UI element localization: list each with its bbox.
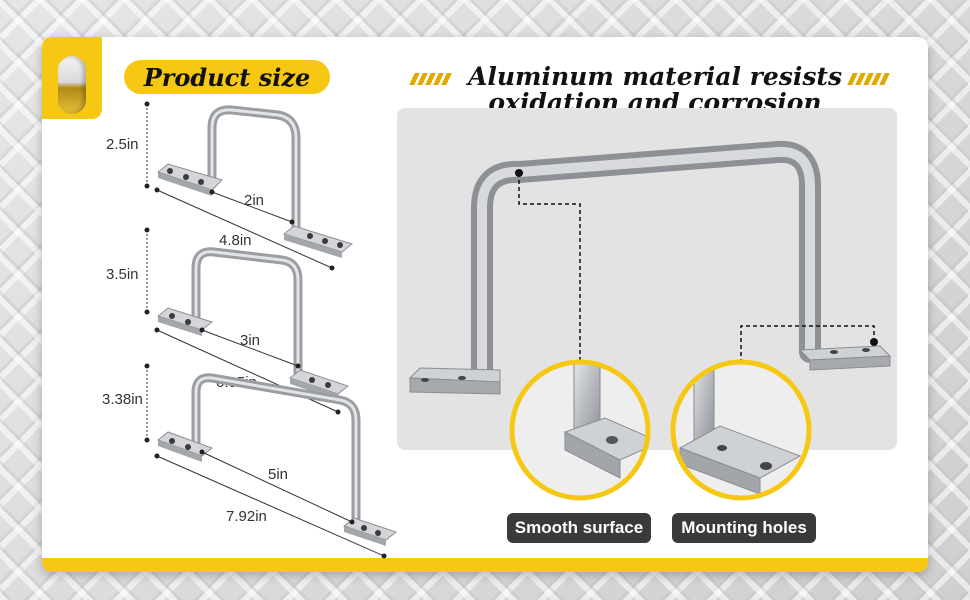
large-handle-photo: [408, 140, 892, 395]
capsule-icon: [58, 56, 86, 114]
smooth-surface-magnifier: [509, 359, 651, 501]
yellow-bottom-bar: [42, 558, 928, 572]
mounting-holes-magnifier: [670, 359, 812, 501]
size2-inner-label: 3in: [240, 332, 261, 349]
size3-total-label: 7.92in: [226, 508, 267, 525]
mounting-holes-label: Mounting holes: [672, 513, 816, 543]
size3-height-label: 3.38in: [102, 391, 143, 408]
smooth-surface-label: Smooth surface: [507, 513, 651, 543]
size3-inner-label: 5in: [268, 466, 289, 483]
product-size-heading: Product size: [124, 60, 330, 94]
size2-height-label: 3.5in: [106, 266, 139, 283]
handle-medium: [156, 247, 350, 400]
material-title-line1: Aluminum material resists: [467, 62, 843, 91]
size1-total-label: 4.8in: [219, 232, 252, 249]
handle-small: [156, 105, 354, 258]
handle-large: [156, 373, 398, 546]
size1-inner-label: 2in: [244, 192, 265, 209]
size1-height-label: 2.5in: [106, 136, 139, 153]
